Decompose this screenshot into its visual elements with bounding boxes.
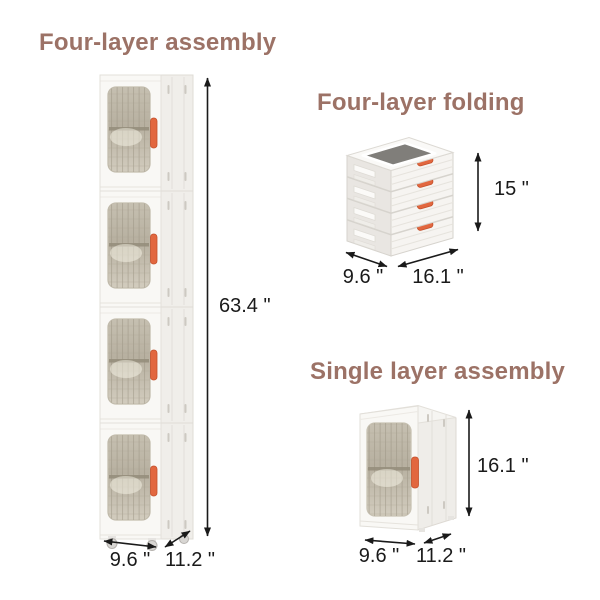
assembly-depth-arrow-icon (164, 530, 191, 548)
assembly-dimension-arrows (103, 77, 211, 550)
handle-icon (411, 456, 419, 489)
folding-width-label: 16.1 " (412, 266, 464, 288)
single-layer-cabinet-figure (359, 404, 473, 547)
assembly-height-label: 63.4 " (219, 295, 271, 317)
folding-depth-arrow-icon (345, 251, 388, 268)
single-height-label: 16.1 " (477, 455, 529, 477)
folding-depth-label: 9.6 " (342, 266, 384, 288)
folding-dimension-arrows (345, 152, 482, 268)
four-layer-assembly-title: Four-layer assembly (39, 29, 277, 56)
folding-width-arrow-icon (397, 248, 459, 268)
single-width-label: 9.6 " (358, 545, 400, 567)
four-layer-cabinet-figure (99, 74, 211, 551)
single-depth-arrow-icon (423, 533, 452, 544)
four-layer-folded-stack-figure (345, 136, 482, 268)
assembly-width-label: 9.6 " (109, 549, 151, 571)
four-layer-folding-title: Four-layer folding (317, 89, 525, 116)
assembly-depth-label: 11.2 " (164, 549, 216, 571)
single-layer-assembly-title: Single layer assembly (310, 358, 566, 385)
single-dimension-arrows (364, 409, 473, 547)
single-depth-label: 11.2 " (415, 545, 467, 567)
folding-height-label: 15 " (494, 178, 529, 200)
single-width-arrow-icon (364, 537, 416, 547)
assembly-width-arrow-icon (103, 538, 157, 550)
folded-top-window (361, 141, 437, 167)
